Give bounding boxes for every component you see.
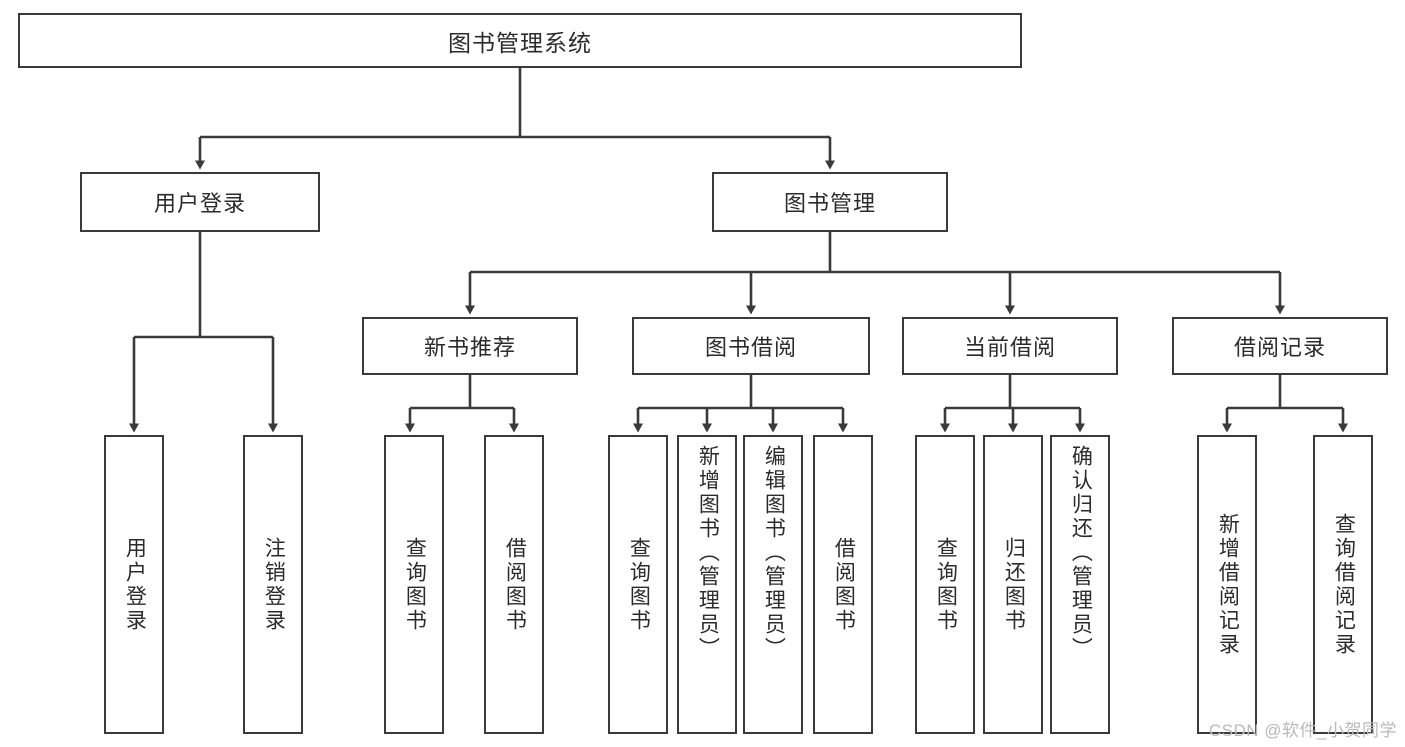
leaf-query-book-3[interactable]: 查询图书 [915,435,975,734]
node-label: 图书借阅 [704,335,797,360]
leaf-query-record[interactable]: 查询借阅记录 [1313,435,1373,734]
leaf-query-book-1[interactable]: 查询图书 [384,435,444,734]
node-label: 新书推荐 [423,335,516,360]
node-new-book-rec[interactable]: 新书推荐 [362,317,578,375]
node-current-borrow[interactable]: 当前借阅 [902,317,1118,375]
csdn-watermark: CSDN @软件_小贺同学 [1208,721,1397,740]
node-root-system[interactable]: 图书管理系统 [18,13,1022,68]
node-label: 查询图书 [403,536,427,633]
leaf-confirm-return[interactable]: 确认归还（管理员） [1050,435,1110,734]
leaf-borrow-book-1[interactable]: 借阅图书 [484,435,544,734]
node-label: 确认归还（管理员） [1069,445,1093,661]
leaf-return-book[interactable]: 归还图书 [983,435,1043,734]
node-borrow-record[interactable]: 借阅记录 [1172,317,1388,375]
node-label: 编辑图书（管理员） [762,445,786,661]
node-label: 查询借阅记录 [1332,512,1356,657]
node-label: 查询图书 [627,536,651,633]
node-label: 注销登录 [262,536,286,633]
node-label: 查询图书 [934,536,958,633]
node-label: 借阅图书 [503,536,527,633]
node-label: 借阅图书 [832,536,856,633]
node-label: 用户登录 [123,536,147,633]
leaf-query-book-2[interactable]: 查询图书 [608,435,668,734]
leaf-user-login[interactable]: 用户登录 [104,435,164,734]
leaf-add-record[interactable]: 新增借阅记录 [1197,435,1257,734]
node-label: 借阅记录 [1233,335,1326,360]
node-label: 归还图书 [1002,536,1026,633]
node-label: 图书管理系统 [448,29,592,56]
leaf-edit-book[interactable]: 编辑图书（管理员） [743,435,803,734]
node-label: 新增借阅记录 [1216,512,1240,657]
node-user-login[interactable]: 用户登录 [80,172,320,232]
node-label: 用户登录 [153,191,246,216]
leaf-user-logout[interactable]: 注销登录 [243,435,303,734]
node-label: 当前借阅 [963,335,1056,360]
leaf-borrow-book-2[interactable]: 借阅图书 [813,435,873,734]
node-book-manage[interactable]: 图书管理 [712,172,948,232]
node-book-borrow[interactable]: 图书借阅 [632,317,870,375]
node-label: 新增图书（管理员） [696,445,720,661]
node-label: 图书管理 [783,191,876,216]
leaf-add-book[interactable]: 新增图书（管理员） [677,435,737,734]
